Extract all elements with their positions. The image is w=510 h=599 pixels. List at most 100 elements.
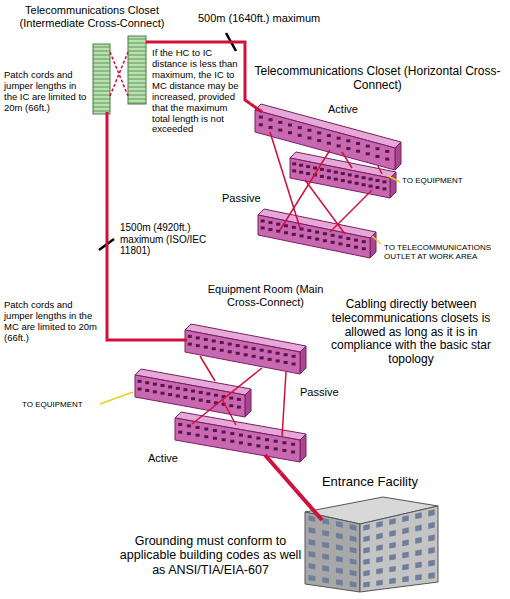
panel-port xyxy=(204,428,208,431)
panel-port xyxy=(244,346,248,349)
building-window xyxy=(308,515,315,522)
panel-port xyxy=(274,440,278,443)
panel-port xyxy=(178,423,182,426)
panel-port xyxy=(320,168,324,171)
building-window xyxy=(363,547,370,553)
panel-port xyxy=(288,131,292,134)
panel-port xyxy=(337,137,341,140)
building-window xyxy=(350,558,357,564)
panel-port xyxy=(230,440,234,443)
panel-port xyxy=(307,129,311,132)
building-window xyxy=(402,576,409,582)
building-window xyxy=(363,536,370,542)
panel-end xyxy=(300,346,306,374)
patch-panel xyxy=(135,369,251,417)
panel-port xyxy=(291,443,295,446)
panel-port xyxy=(268,221,272,224)
cable-stub xyxy=(106,112,109,118)
panel-port xyxy=(199,391,203,394)
panel-port xyxy=(362,183,366,186)
panel-port xyxy=(161,384,165,387)
panel-port xyxy=(355,175,359,178)
cable-stub xyxy=(295,489,322,520)
panel-port xyxy=(265,446,269,449)
building-window xyxy=(415,574,422,580)
building-window xyxy=(428,522,435,529)
building-window xyxy=(336,544,343,551)
cable-stub xyxy=(250,104,262,112)
panel-port xyxy=(145,389,149,392)
panel-port xyxy=(212,340,216,343)
patch-cord xyxy=(282,372,286,437)
cable-stub xyxy=(128,339,187,342)
panel-port xyxy=(176,387,180,390)
leader-line xyxy=(100,392,133,404)
panel-port xyxy=(228,343,232,346)
panel-port xyxy=(323,239,327,242)
building-window xyxy=(428,509,435,516)
panel-port xyxy=(348,180,352,183)
panel-end xyxy=(245,389,251,417)
building-window xyxy=(402,552,409,559)
building-window xyxy=(322,565,329,571)
building-window xyxy=(350,536,357,543)
note-label: Patch cords and jumper lengths in the MC… xyxy=(4,300,100,344)
punch-block xyxy=(93,44,110,114)
panel-port xyxy=(362,240,366,243)
panel-port xyxy=(338,242,342,245)
panel-port xyxy=(213,437,217,440)
panel-port xyxy=(362,176,366,179)
patch-cord xyxy=(342,152,352,168)
note-label: Active xyxy=(328,103,358,116)
panel-port xyxy=(196,426,200,429)
panel-port xyxy=(299,164,303,167)
panel-port xyxy=(269,118,273,121)
panel-front xyxy=(175,418,300,462)
panel-port xyxy=(261,226,265,229)
panel-port xyxy=(214,394,218,397)
panel-port xyxy=(268,358,272,361)
panel-front xyxy=(258,215,370,258)
patch-panel xyxy=(290,152,396,198)
panel-port xyxy=(382,187,386,190)
building-face xyxy=(305,512,360,592)
panel-end xyxy=(390,172,396,198)
building-window xyxy=(428,547,435,554)
panel-port xyxy=(366,152,370,155)
panel-port xyxy=(196,344,200,347)
panel-port xyxy=(176,394,180,397)
panel-port xyxy=(292,355,296,358)
node-heading: Equipment Room (Main Cross-Connect) xyxy=(198,283,333,309)
panel-port xyxy=(317,131,321,134)
punch-block xyxy=(128,36,146,104)
panel-port xyxy=(337,144,341,147)
panel-port xyxy=(338,235,342,238)
note-label: TO EQUIPMENT xyxy=(22,400,83,409)
panel-port xyxy=(161,392,165,395)
building-window xyxy=(415,549,422,556)
panel-port xyxy=(355,182,359,185)
panel-port xyxy=(256,437,260,440)
building-window xyxy=(415,512,422,519)
building-window xyxy=(322,542,329,549)
panel-port xyxy=(385,150,389,153)
building-window xyxy=(402,515,409,522)
panel-port xyxy=(385,158,389,161)
building-window xyxy=(376,580,383,586)
panel-port xyxy=(366,145,370,148)
building-window xyxy=(336,568,343,574)
building-window xyxy=(389,578,396,584)
panel-port xyxy=(187,424,191,427)
building-window xyxy=(376,521,383,528)
patch-cord xyxy=(305,180,345,234)
note-label: TO TELECOMMUNICATIONS OUTLET AT WORK ARE… xyxy=(384,243,506,261)
node-heading: Entrance Facility xyxy=(295,474,445,490)
panel-port xyxy=(315,238,319,241)
panel-port xyxy=(376,155,380,158)
panel-port xyxy=(252,355,256,358)
note-label: Active xyxy=(148,452,178,465)
panel-port xyxy=(276,352,280,355)
building-window xyxy=(415,562,422,569)
panel-port xyxy=(292,362,296,365)
